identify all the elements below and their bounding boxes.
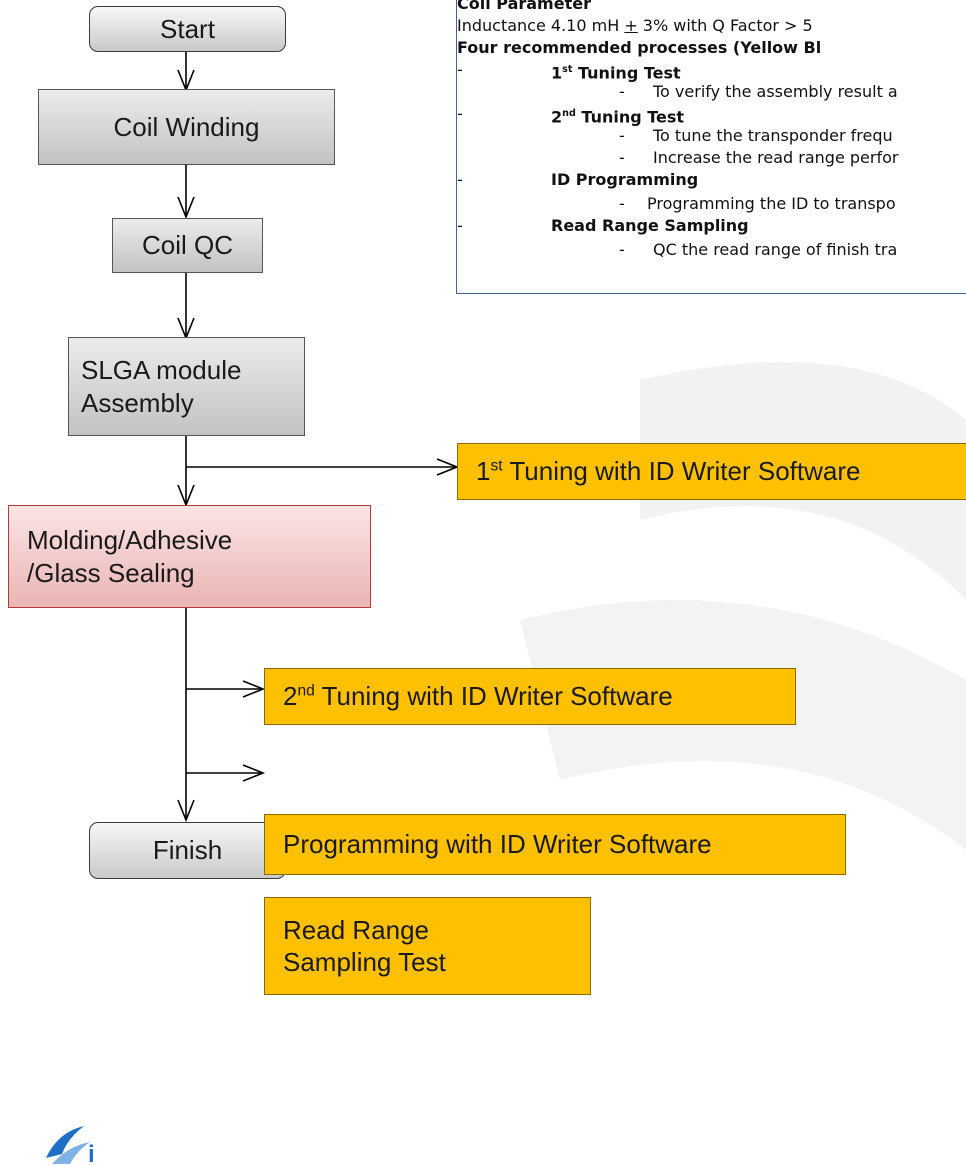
finish-terminal: Finish	[89, 822, 286, 879]
slga-assembly-step: SLGA module Assembly	[68, 337, 305, 436]
notes-dash-1: -	[457, 60, 463, 79]
molding-label-line2: /Glass Sealing	[27, 557, 195, 588]
programming-block: Programming with ID Writer Software	[264, 814, 846, 875]
notes-process-2-detail-1: To tune the transponder frequ	[653, 126, 893, 145]
slga-label-line2: Assembly	[81, 387, 194, 418]
notes-dash-2: -	[457, 104, 463, 123]
coil-winding-step: Coil Winding	[38, 89, 335, 165]
coil-parameter-notes: Coil Parameter Inductance 4.10 mH + 3% w…	[456, 0, 966, 294]
notes-dash-3: -	[457, 170, 463, 189]
coil-qc-step: Coil QC	[112, 218, 263, 273]
notes-process-2: 2nd Tuning Test	[551, 107, 685, 127]
tuning-1-label: 1st Tuning with ID Writer Software	[476, 456, 861, 487]
molding-label-line1: Molding/Adhesive	[27, 525, 233, 555]
notes-dash-2a: -	[619, 126, 625, 145]
notes-dash-3a: -	[619, 194, 625, 213]
notes-process-2-detail-2: Increase the read range perfor	[653, 148, 899, 167]
molding-sealing-step: Molding/Adhesive /Glass Sealing	[8, 505, 371, 608]
notes-processes-heading: Four recommended processes (Yellow Bl	[457, 38, 822, 57]
start-label: Start	[160, 13, 215, 44]
read-range-label-line1: Read Range	[283, 914, 429, 945]
logo-letter: i	[88, 1141, 95, 1165]
read-range-block: Read Range Sampling Test	[264, 897, 591, 995]
notes-process-1: 1st Tuning Test	[551, 63, 681, 83]
notes-dash-4a: -	[619, 240, 625, 259]
read-range-label-line2: Sampling Test	[283, 947, 446, 977]
notes-dash-1a: -	[619, 82, 625, 101]
coil-winding-label: Coil Winding	[113, 111, 260, 142]
tuning-1-block: 1st Tuning with ID Writer Software	[457, 443, 966, 500]
notes-dash-2b: -	[619, 148, 625, 167]
notes-inductance: Inductance 4.10 mH + 3% with Q Factor > …	[457, 16, 813, 35]
notes-dash-4: -	[457, 216, 463, 235]
tuning-2-block: 2nd Tuning with ID Writer Software	[264, 668, 796, 725]
programming-label: Programming with ID Writer Software	[283, 829, 712, 860]
slga-label-line1: SLGA module	[81, 355, 242, 385]
notes-process-3-detail: Programming the ID to transpo	[647, 194, 896, 213]
start-terminal: Start	[89, 6, 286, 52]
tuning-2-label: 2nd Tuning with ID Writer Software	[283, 681, 673, 712]
notes-process-1-detail: To verify the assembly result a	[653, 82, 898, 101]
notes-process-3: ID Programming	[551, 170, 699, 189]
notes-process-4-detail: QC the read range of finish tra	[653, 240, 898, 259]
finish-label: Finish	[152, 835, 223, 865]
coil-qc-label: Coil QC	[141, 230, 233, 260]
notes-heading: Coil Parameter	[457, 0, 591, 13]
notes-process-4: Read Range Sampling	[551, 216, 749, 235]
company-logo-icon: i	[46, 1126, 95, 1165]
